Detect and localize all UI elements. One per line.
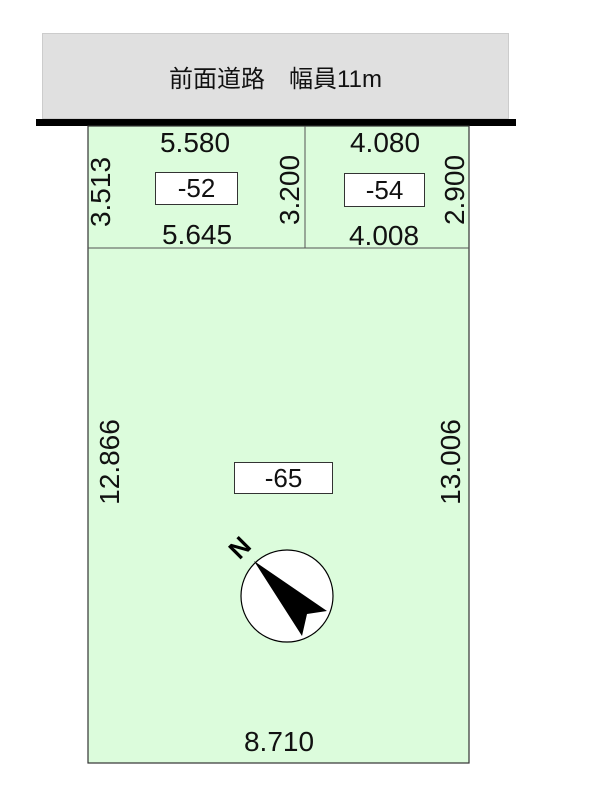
road-boundary-line <box>36 119 516 126</box>
lot-52-label: -52 <box>155 172 238 205</box>
lot65-bottom-dim: 8.710 <box>243 726 315 757</box>
lot52-left-dim: 3.513 <box>85 156 116 228</box>
lot-54-label: -54 <box>344 173 425 207</box>
lot65-left-dim: 12.866 <box>94 419 125 505</box>
lot54-right-dim: 2.900 <box>439 154 470 226</box>
lot54-bottom-dim: 4.008 <box>348 220 420 251</box>
lot52-bottom-dim: 5.645 <box>161 219 233 250</box>
front-road: 前面道路 幅員11m <box>42 33 509 119</box>
lot52-right-dim: 3.200 <box>274 154 305 226</box>
road-label: 前面道路 幅員11m <box>169 65 382 93</box>
land-area <box>87 125 470 764</box>
north-arrow-icon <box>254 561 327 636</box>
lot52-top-dim: 5.580 <box>159 127 231 158</box>
lot54-top-dim: 4.080 <box>349 127 421 158</box>
lot-65-label: -65 <box>234 462 333 494</box>
lot65-right-dim: 13.006 <box>435 419 466 505</box>
